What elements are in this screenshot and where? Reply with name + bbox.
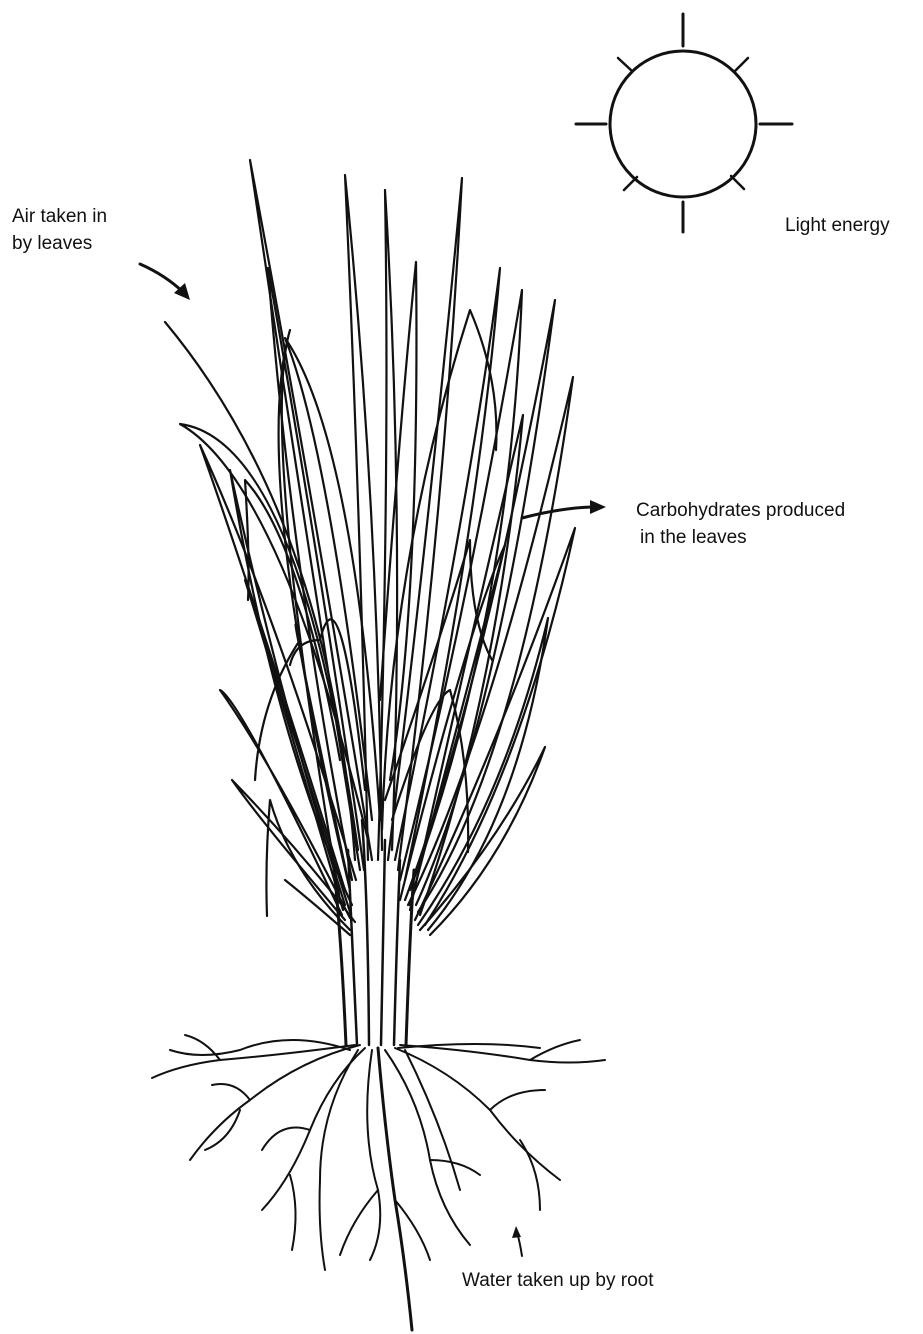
air-label-line-1: Air taken in [12,203,107,230]
light-energy-label: Light energy [785,212,890,239]
carbohydrates-label: Carbohydrates produced in the leaves [636,497,845,551]
plant-leaves [165,160,575,935]
carbohydrates-label-line-1: Carbohydrates produced [636,497,845,524]
air-arrow [140,264,190,300]
air-label-line-2: by leaves [12,230,107,257]
water-label: Water taken up by root [462,1267,654,1294]
air-label: Air taken in by leaves [12,203,107,257]
plant-stems [333,820,414,1045]
water-arrow [512,1226,522,1256]
carbohydrates-arrow [522,500,606,518]
sun-icon [576,14,792,232]
carbohydrates-label-line-2: in the leaves [636,524,845,551]
light-energy-text: Light energy [785,212,890,239]
water-label-text: Water taken up by root [462,1267,654,1294]
